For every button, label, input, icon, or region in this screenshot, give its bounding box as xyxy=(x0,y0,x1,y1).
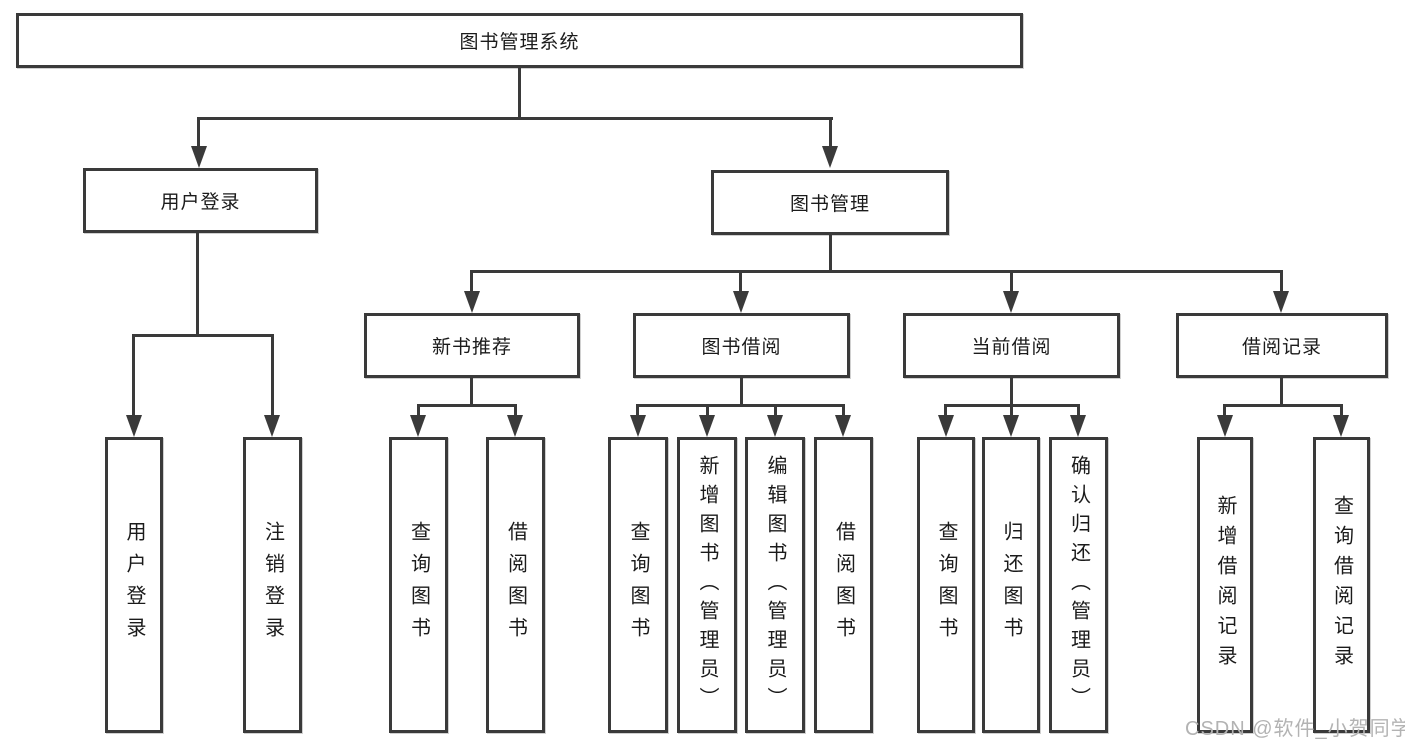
arrowhead-icon xyxy=(938,415,954,437)
arrowhead-icon xyxy=(1003,415,1019,437)
node-book-management-label: 图书管理 xyxy=(789,194,870,215)
connector-line xyxy=(470,270,473,294)
arrowhead-icon xyxy=(733,291,749,313)
connector-line xyxy=(1340,404,1343,418)
arrowhead-icon xyxy=(464,291,480,313)
connector-line xyxy=(1223,404,1343,407)
arrowhead-icon xyxy=(1333,415,1349,437)
arrowhead-icon xyxy=(1273,291,1289,313)
arrowhead-icon xyxy=(264,415,280,437)
node-new-book-recommend: 新书推荐 xyxy=(364,313,580,378)
connector-line xyxy=(1223,404,1226,418)
leaf-newbook-borrow: 借阅图书 xyxy=(486,437,545,733)
connector-line xyxy=(514,404,517,418)
node-borrow-records-label: 借阅记录 xyxy=(1241,337,1322,358)
connector-line xyxy=(1010,270,1013,294)
leaf-borrow-add-label: 新增图书（管理员） xyxy=(696,454,718,716)
leaf-borrow-borrow: 借阅图书 xyxy=(814,437,873,733)
leaf-current-return: 归还图书 xyxy=(982,437,1040,733)
leaf-borrow-edit-label: 编辑图书（管理员） xyxy=(764,454,786,716)
connector-line xyxy=(740,376,743,407)
leaf-current-query-label: 查询图书 xyxy=(935,521,957,649)
connector-line xyxy=(417,404,517,407)
arrowhead-icon xyxy=(410,415,426,437)
connector-line xyxy=(1077,404,1080,418)
connector-line xyxy=(842,404,845,418)
connector-line xyxy=(470,270,1283,273)
connector-line xyxy=(1280,270,1283,294)
connector-line xyxy=(706,404,709,418)
connector-line xyxy=(636,404,639,418)
connector-line xyxy=(1280,376,1283,407)
connector-line xyxy=(417,404,420,418)
node-book-borrow-label: 图书借阅 xyxy=(701,337,782,358)
node-root: 图书管理系统 xyxy=(16,13,1023,68)
arrowhead-icon xyxy=(126,415,142,437)
arrowhead-icon xyxy=(630,415,646,437)
node-root-label: 图书管理系统 xyxy=(459,32,580,53)
connector-line xyxy=(470,376,473,407)
connector-line xyxy=(271,334,274,417)
arrowhead-icon xyxy=(507,415,523,437)
connector-line xyxy=(132,334,135,417)
leaf-current-return-label: 归还图书 xyxy=(1000,521,1022,649)
leaf-records-query: 查询借阅记录 xyxy=(1313,437,1370,733)
leaf-borrow-add: 新增图书（管理员） xyxy=(677,437,737,733)
leaf-borrow-query: 查询图书 xyxy=(608,437,668,733)
arrowhead-icon xyxy=(191,146,207,168)
connector-line xyxy=(774,404,777,418)
arrowhead-icon xyxy=(1070,415,1086,437)
arrowhead-icon xyxy=(835,415,851,437)
leaf-borrow-query-label: 查询图书 xyxy=(627,521,649,649)
leaf-newbook-query: 查询图书 xyxy=(389,437,448,733)
leaf-current-confirm-label: 确认归还（管理员） xyxy=(1067,454,1090,716)
connector-line xyxy=(944,404,947,418)
connector-line xyxy=(739,270,742,294)
arrowhead-icon xyxy=(822,146,838,168)
leaf-current-confirm: 确认归还（管理员） xyxy=(1049,437,1108,733)
leaf-current-query: 查询图书 xyxy=(917,437,975,733)
leaf-records-add: 新增借阅记录 xyxy=(1197,437,1253,733)
connector-line xyxy=(636,404,845,407)
node-book-borrow: 图书借阅 xyxy=(633,313,850,378)
connector-line xyxy=(197,117,200,149)
leaf-user-login: 用户登录 xyxy=(105,437,163,733)
node-new-book-recommend-label: 新书推荐 xyxy=(431,337,512,358)
arrowhead-icon xyxy=(699,415,715,437)
leaf-logout-label: 注销登录 xyxy=(261,521,284,649)
connector-line xyxy=(196,231,199,337)
leaf-borrow-edit: 编辑图书（管理员） xyxy=(745,437,805,733)
node-user-login: 用户登录 xyxy=(83,168,318,233)
node-current-borrow: 当前借阅 xyxy=(903,313,1120,378)
node-user-login-label: 用户登录 xyxy=(160,192,241,213)
arrowhead-icon xyxy=(1217,415,1233,437)
node-borrow-records: 借阅记录 xyxy=(1176,313,1388,378)
leaf-newbook-query-label: 查询图书 xyxy=(407,521,430,649)
leaf-records-add-label: 新增借阅记录 xyxy=(1214,495,1236,675)
node-book-management: 图书管理 xyxy=(711,170,949,235)
connector-line xyxy=(1010,404,1013,418)
connector-line xyxy=(829,233,832,273)
connector-line xyxy=(197,117,833,120)
arrowhead-icon xyxy=(767,415,783,437)
connector-line xyxy=(518,66,521,120)
leaf-newbook-borrow-label: 借阅图书 xyxy=(504,521,527,649)
connector-line xyxy=(1010,376,1013,407)
leaf-records-query-label: 查询借阅记录 xyxy=(1330,495,1353,675)
arrowhead-icon xyxy=(1003,291,1019,313)
csdn-watermark: CSDN @软件_小贺同学 xyxy=(1185,718,1405,740)
leaf-user-login-label: 用户登录 xyxy=(123,521,145,649)
connector-line xyxy=(829,117,832,149)
connector-line xyxy=(132,334,274,337)
leaf-logout: 注销登录 xyxy=(243,437,302,733)
node-current-borrow-label: 当前借阅 xyxy=(971,337,1052,358)
leaf-borrow-borrow-label: 借阅图书 xyxy=(832,521,855,649)
